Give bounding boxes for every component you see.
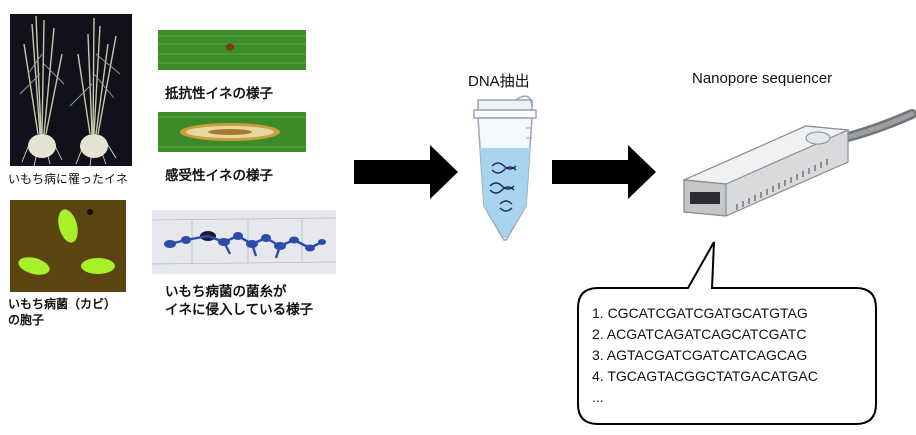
sequence-ellipsis: ... (592, 389, 604, 405)
sequencer-label: Nanopore sequencer (692, 70, 833, 87)
hyphae-caption-line2: イネに侵入している様子 (165, 302, 314, 318)
diseased-rice-caption: いもち病に罹ったイネ (8, 172, 129, 186)
resistant-leaf-photo (158, 30, 306, 70)
sequence-output-bubble (576, 238, 880, 428)
arrow-to-dna (354, 145, 460, 199)
spores-caption-line1: いもち病菌（カビ） (8, 297, 117, 311)
diseased-rice-photo (10, 14, 132, 166)
resistant-caption: 抵抗性イネの様子 (165, 86, 273, 102)
susceptible-leaf-photo (158, 112, 306, 152)
susceptible-caption: 感受性イネの様子 (165, 168, 273, 184)
sequence-read-1: 1. CGCATCGATCGATGCATGTAG (592, 305, 808, 321)
hyphae-caption-line1: いもち病菌の菌糸が (165, 284, 287, 300)
sequence-read-4: 4. TGCAGTACGGCTATGACATGAC (592, 368, 818, 384)
sequence-read-3: 3. AGTACGATCGATCATCAGCAG (592, 347, 808, 363)
spores-photo (10, 200, 126, 292)
sequence-read-2: 2. ACGATCAGATCAGCATCGATC (592, 326, 807, 342)
nanopore-sequencer-icon (676, 100, 916, 240)
spores-caption-line2: の胞子 (8, 313, 45, 327)
hyphae-photo (152, 210, 336, 274)
dna-extraction-label: DNA抽出 (468, 73, 530, 90)
arrow-to-sequencer (552, 145, 658, 199)
dna-tube-icon (470, 94, 540, 244)
